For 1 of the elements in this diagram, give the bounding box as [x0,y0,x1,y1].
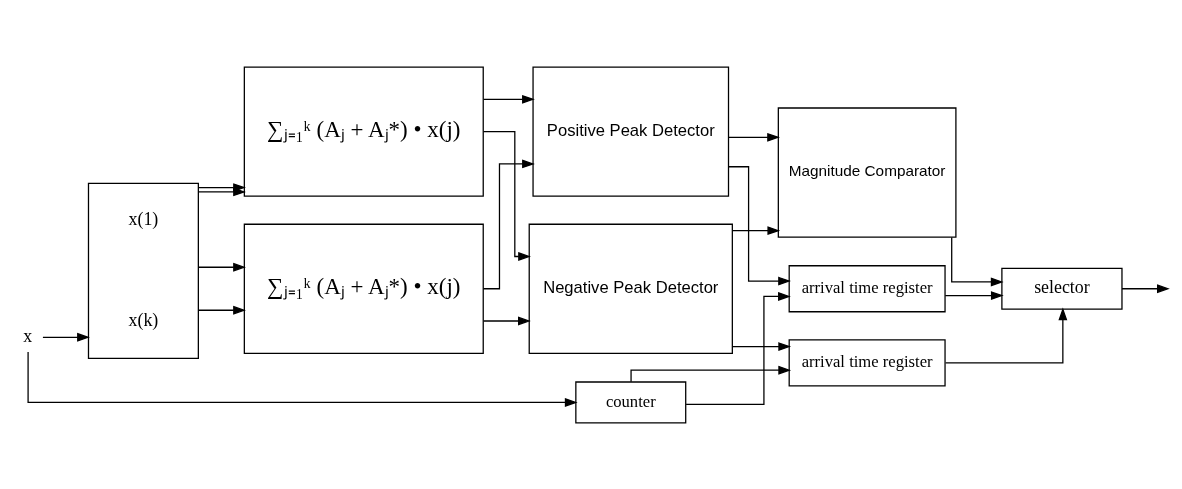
node-text: x [23,325,33,346]
